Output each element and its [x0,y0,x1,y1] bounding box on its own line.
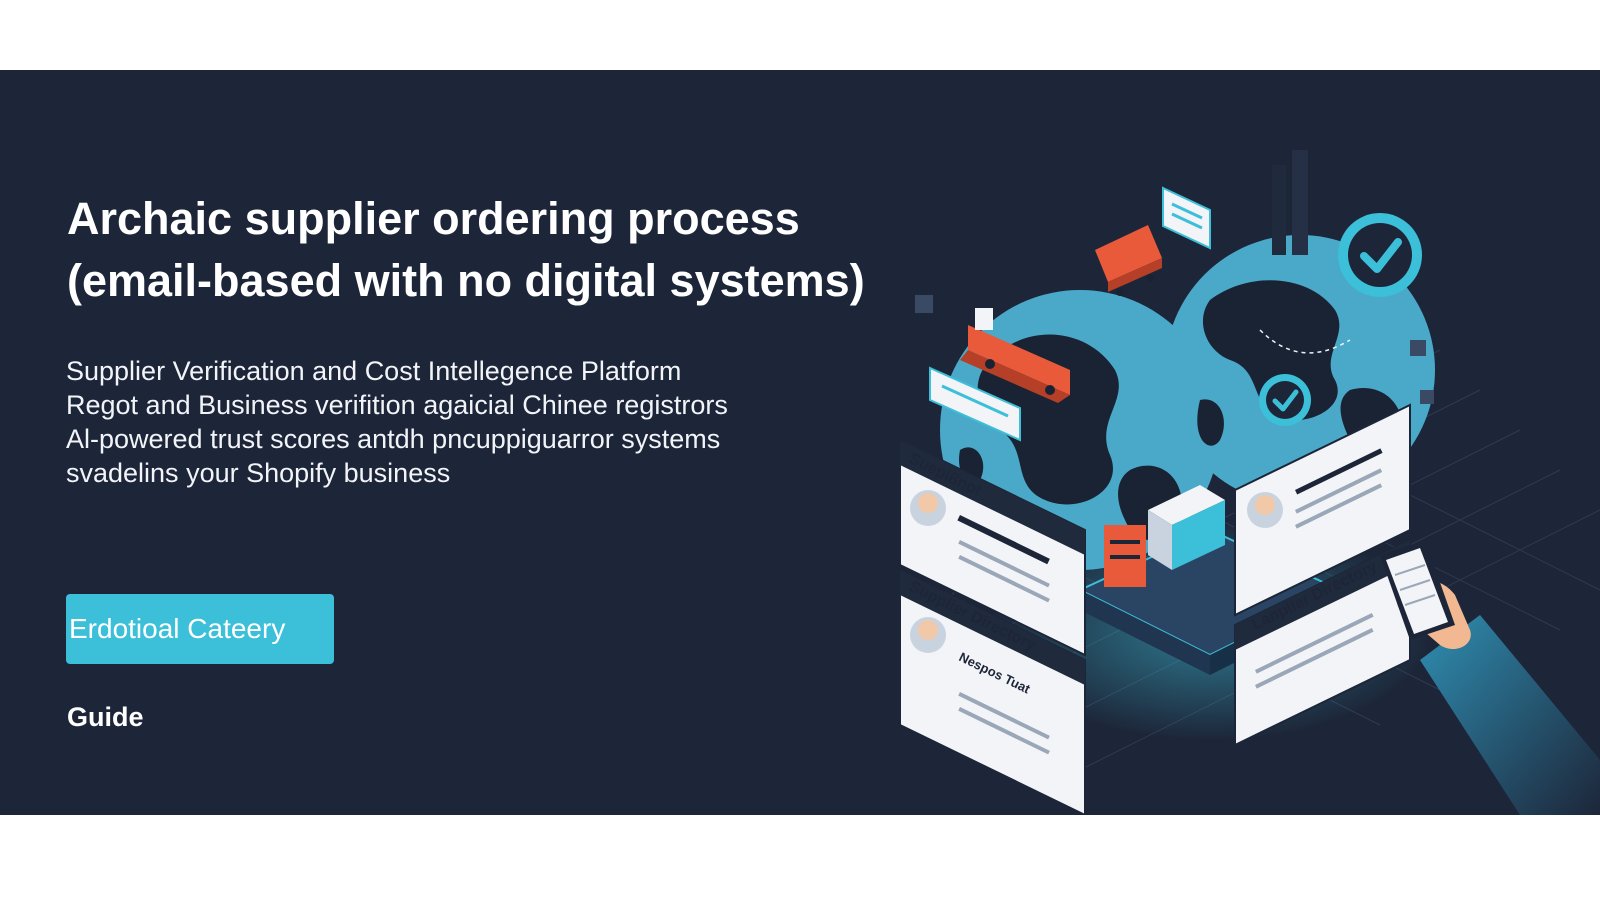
hero-subtitle: Supplier Verification and Cost Intellege… [66,354,826,490]
checkmark-badge-icon [1259,374,1311,426]
hero-headline: Archaic supplier ordering process (email… [67,188,927,312]
hero-subtitle-line-3: Al-powered trust scores antdh pncuppigua… [66,424,721,454]
warehouse-icon [1104,485,1225,587]
chat-bubble-icon [929,366,1021,442]
supplier-directory-card [1234,403,1411,617]
supplier-network-illustration: Suepißnot Supplier Directory Nespos Tuat [899,150,1600,815]
chat-bubble-icon [1162,186,1211,250]
truck-icon [960,308,1070,403]
hero-subtitle-line-2: Regot and Business verifition agaicial C… [66,390,728,420]
cta-button[interactable]: Erdotioal Cateery [66,594,334,664]
hero-headline-line-1: Archaic supplier ordering process [67,193,800,244]
checkmark-badge-icon [1338,213,1422,297]
hero-banner: Archaic supplier ordering process (email… [0,70,1600,815]
phone-icon [1380,540,1455,640]
hero-subtitle-line-1: Supplier Verification and Cost Intellege… [66,356,682,386]
factory-icon [1272,150,1308,255]
cube-icon [915,295,1434,404]
hero-subtitle-line-4: svadelins your Shopify business [66,458,451,488]
guide-link[interactable]: Guide [67,702,144,732]
hero-headline-line-2: (email-based with no digital systems) [67,255,865,306]
truck-icon [1095,225,1162,296]
